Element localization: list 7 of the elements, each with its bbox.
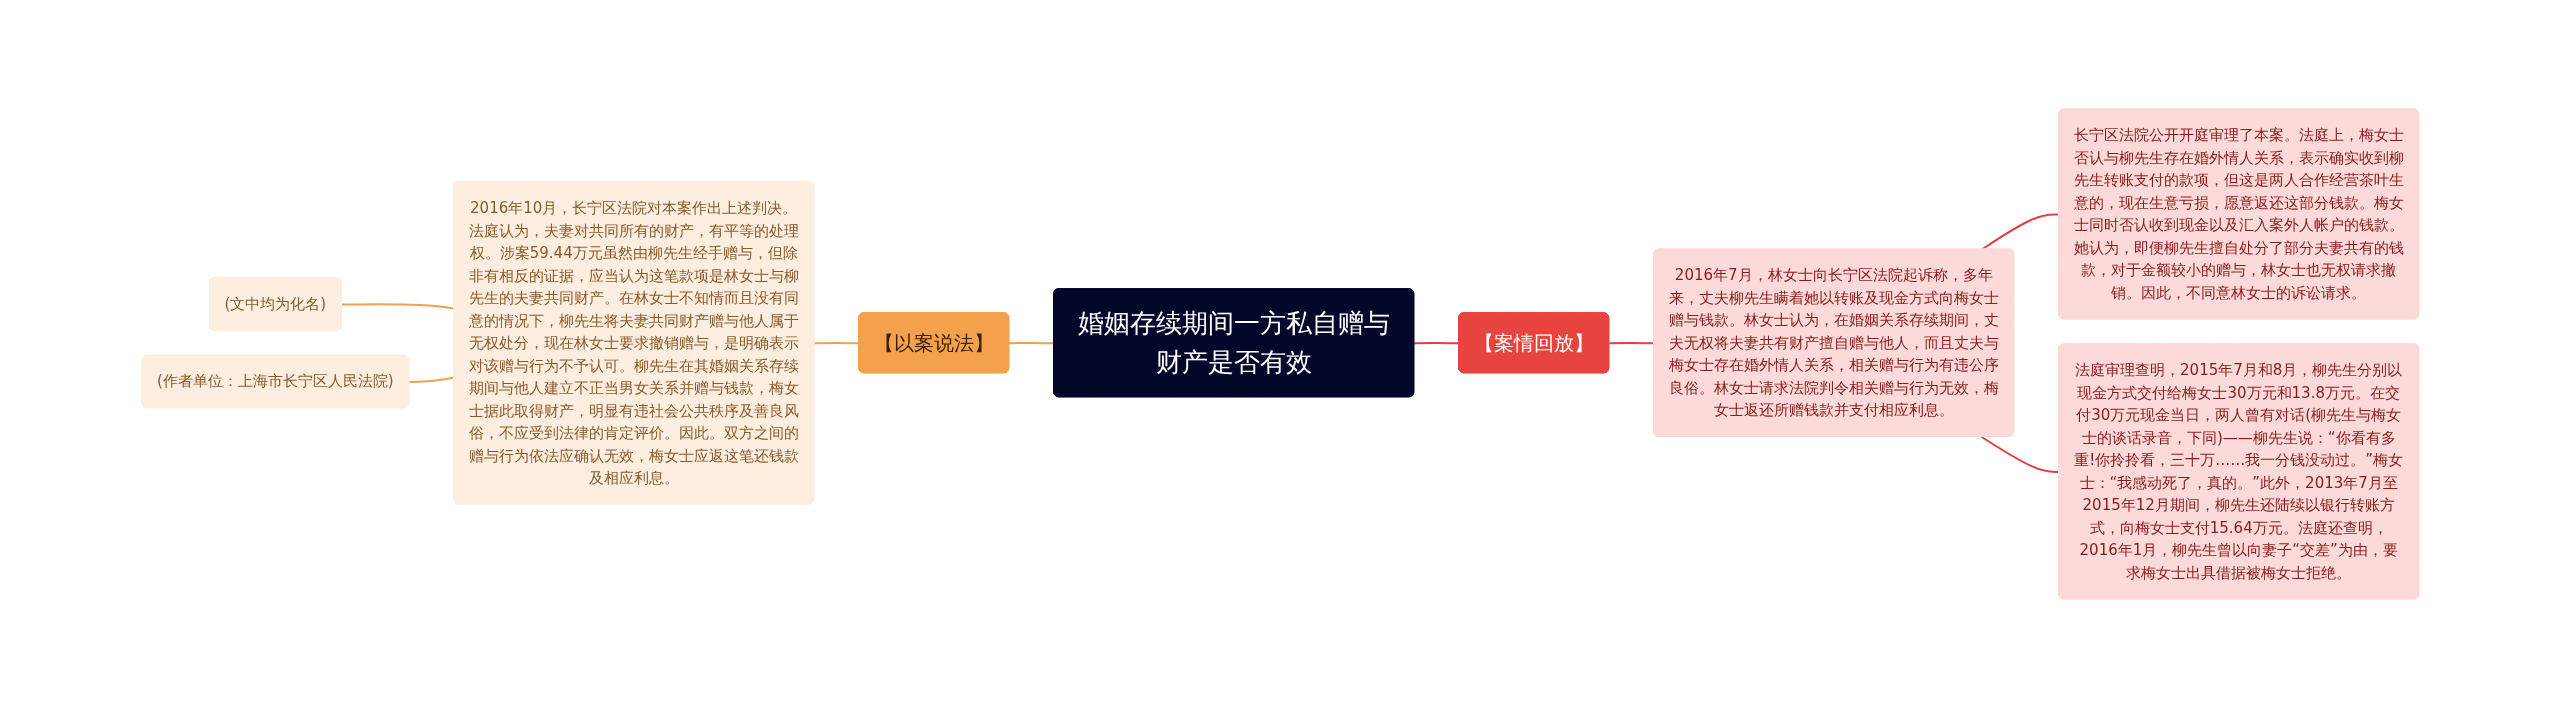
connector — [1607, 341, 1655, 344]
connector — [1412, 341, 1460, 344]
connector — [812, 341, 860, 344]
connector — [340, 302, 455, 310]
connector — [407, 376, 455, 383]
connector — [1980, 435, 2060, 473]
connector — [1007, 341, 1055, 344]
